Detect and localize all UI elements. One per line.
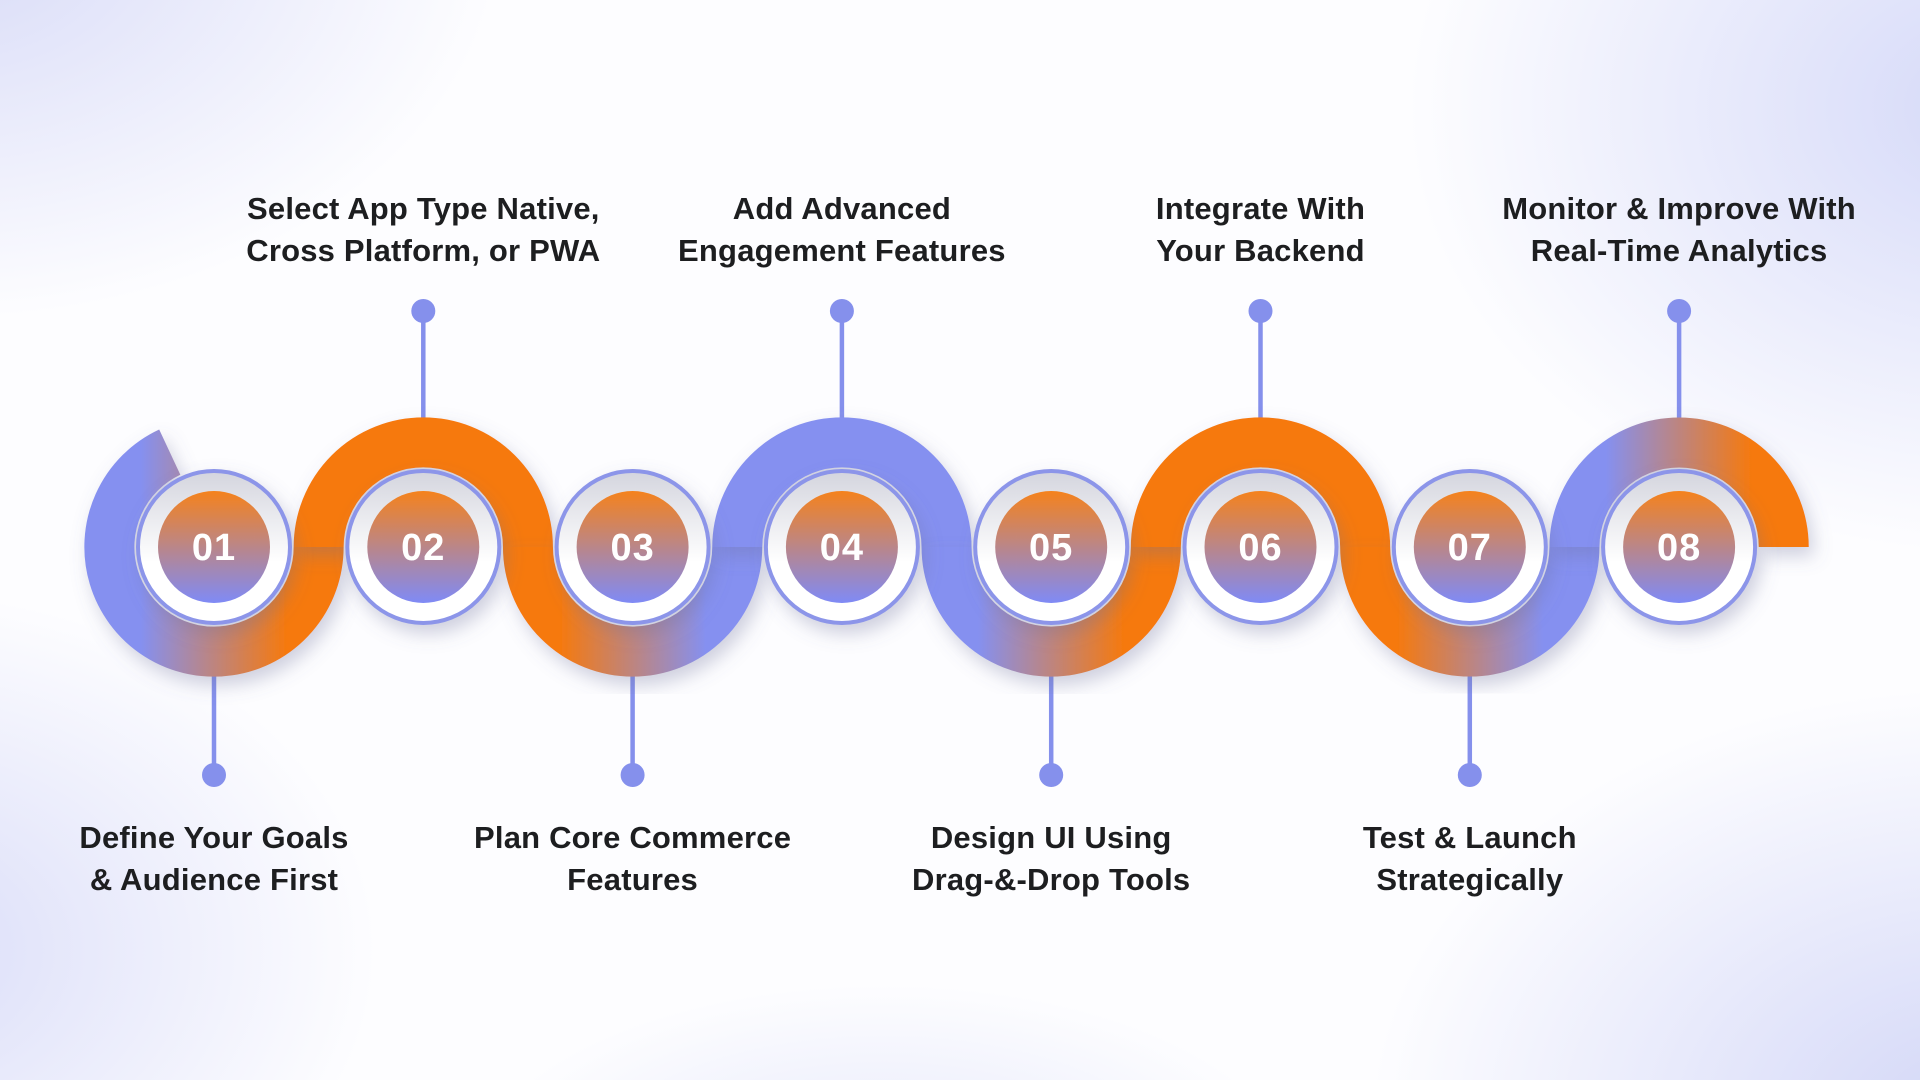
- step-label-line: Define Your Goals: [79, 820, 349, 855]
- step-disc: [1204, 491, 1317, 603]
- step-label-line: Your Backend: [1156, 233, 1365, 268]
- step-disc: [367, 491, 480, 603]
- step-disc: [1623, 491, 1736, 603]
- step-label-line: Features: [567, 862, 698, 897]
- step-circle-03: 03: [554, 469, 711, 625]
- step-number: 01: [192, 527, 236, 569]
- step-label-line: Select App Type Native,: [247, 191, 600, 226]
- step-label-line: & Audience First: [89, 862, 339, 897]
- step-number: 07: [1448, 527, 1492, 569]
- connector-dot-07: [1457, 763, 1482, 787]
- ribbon-segment-4: [712, 417, 972, 548]
- step-label-02: Select App Type Native, Cross Platform, o…: [143, 188, 703, 272]
- connector-dot-01: [202, 763, 226, 787]
- ribbon-segment-5: [921, 546, 1181, 677]
- connector-dot-02: [411, 299, 436, 323]
- step-number: 08: [1657, 527, 1701, 569]
- step-label-line: Test & Launch: [1362, 820, 1577, 855]
- step-label-line: Plan Core Commerce: [474, 820, 792, 855]
- ribbon-segment-2: [293, 417, 553, 548]
- step-disc: [576, 491, 689, 603]
- step-label-line: Monitor & Improve With: [1502, 191, 1856, 226]
- step-disc: [785, 491, 898, 603]
- step-number: 06: [1238, 527, 1282, 569]
- ribbon-segment-6: [1130, 417, 1391, 548]
- step-circle-04: 04: [763, 469, 920, 625]
- connector-dot-08: [1667, 299, 1692, 323]
- step-circle-07: 07: [1391, 469, 1548, 625]
- connector-dot-06: [1248, 299, 1273, 323]
- connector-dot-03: [620, 763, 645, 787]
- ribbon-segment-8: [1549, 417, 1809, 548]
- step-label-line: Integrate With: [1155, 191, 1366, 226]
- connector-dot-05: [1039, 763, 1064, 787]
- step-label-line: Design UI Using: [930, 820, 1172, 855]
- step-number: 03: [610, 527, 654, 569]
- ribbon-segment-7: [1340, 546, 1600, 677]
- step-disc: [995, 491, 1108, 603]
- step-number: 04: [820, 527, 864, 569]
- step-label-line: Cross Platform, or PWA: [246, 233, 601, 268]
- step-circle-08: 08: [1601, 469, 1758, 625]
- step-circle-06: 06: [1182, 469, 1339, 625]
- ribbon-segment-3: [502, 546, 763, 677]
- step-circle-05: 05: [973, 469, 1130, 625]
- step-disc: [1413, 491, 1526, 603]
- step-number: 02: [401, 527, 445, 569]
- step-label-line: Add Advanced: [732, 191, 952, 226]
- connector-dot-04: [829, 299, 854, 323]
- step-label-01: Define Your Goals & Audience First: [0, 817, 494, 901]
- step-circle-02: 02: [345, 469, 502, 625]
- step-label-line: Drag-&-Drop Tools: [912, 862, 1191, 897]
- step-label-line: Strategically: [1376, 862, 1564, 897]
- step-disc: [158, 491, 270, 603]
- step-number: 05: [1029, 527, 1073, 569]
- step-label-line: Engagement Features: [678, 233, 1006, 268]
- step-circle-01: 01: [136, 469, 292, 625]
- step-label-line: Real-Time Analytics: [1530, 233, 1828, 268]
- ribbon-segment-1: [84, 429, 344, 677]
